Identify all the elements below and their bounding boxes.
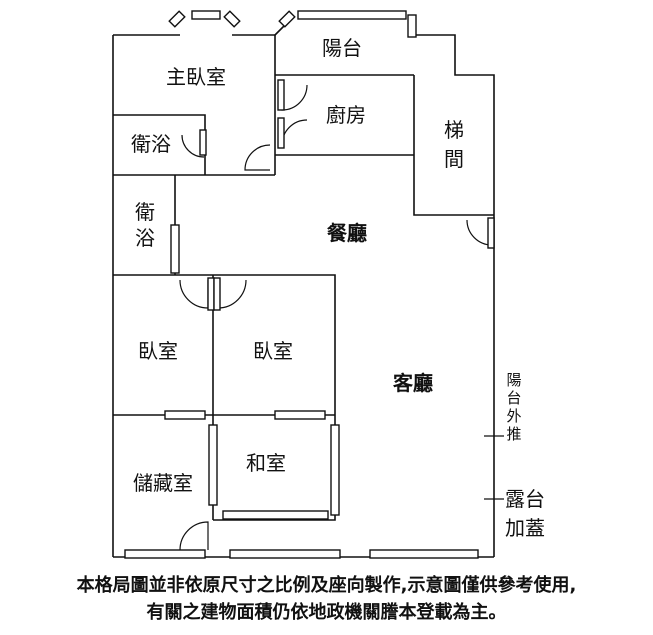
label-tatami: 和室 [246, 451, 286, 475]
bay-windows [168, 10, 296, 28]
note-balcony-push-4: 推 [506, 425, 521, 443]
window-top-balcony [297, 10, 407, 20]
window-bedroom-left [164, 410, 206, 420]
label-bathroom-2-a: 衛 [135, 200, 155, 224]
label-bedroom-left: 臥室 [138, 339, 178, 363]
window-tatami [229, 549, 341, 559]
annotations: 陽 台 外 推 露台 加蓋 [505, 371, 545, 540]
window-top-master [191, 10, 221, 20]
label-master-bedroom: 主臥室 [166, 65, 226, 89]
window-bedroom-center [274, 410, 326, 420]
label-kitchen: 廚房 [326, 103, 366, 127]
label-bathroom-1: 衛浴 [131, 132, 171, 156]
disclaimer-line-2: 有關之建物面積仍依地政機關謄本登載為主。 [146, 602, 507, 623]
label-bathroom-2-b: 浴 [135, 226, 155, 250]
label-stairwell-1: 梯 [444, 118, 464, 142]
disclaimer-line-1: 本格局圖並非依原尺寸之比例及座向製作,示意圖僅供參考使用, [76, 575, 577, 596]
window-balcony-right [407, 14, 417, 38]
note-terrace-2: 加蓋 [505, 516, 545, 540]
window-tatami-left [208, 424, 218, 506]
label-dining: 餐廳 [327, 221, 367, 245]
note-balcony-push-1: 陽 [506, 371, 521, 389]
window-storage [124, 549, 206, 559]
window-bath2 [170, 224, 180, 274]
room-labels: 陽台 主臥室 廚房 衛浴 梯 間 衛 浴 餐廳 臥室 臥室 客廳 儲藏室 和室 [131, 36, 464, 495]
label-balcony: 陽台 [322, 36, 362, 60]
label-living: 客廳 [392, 371, 433, 395]
window-living [369, 549, 479, 559]
door-frames [199, 79, 495, 311]
note-balcony-push-3: 外 [506, 407, 521, 425]
note-balcony-push-2: 台 [506, 389, 521, 407]
floor-plan: 陽台 主臥室 廚房 衛浴 梯 間 衛 浴 餐廳 臥室 臥室 客廳 儲藏室 和室 … [112, 10, 545, 559]
note-terrace-1: 露台 [505, 487, 545, 511]
leader-lines [484, 435, 504, 500]
label-storage: 儲藏室 [133, 471, 193, 495]
windows [124, 10, 479, 559]
window-tatami-bottom [222, 510, 329, 520]
label-bedroom-center: 臥室 [253, 339, 293, 363]
label-stairwell-2: 間 [444, 147, 464, 171]
window-tatami-right [330, 424, 340, 516]
